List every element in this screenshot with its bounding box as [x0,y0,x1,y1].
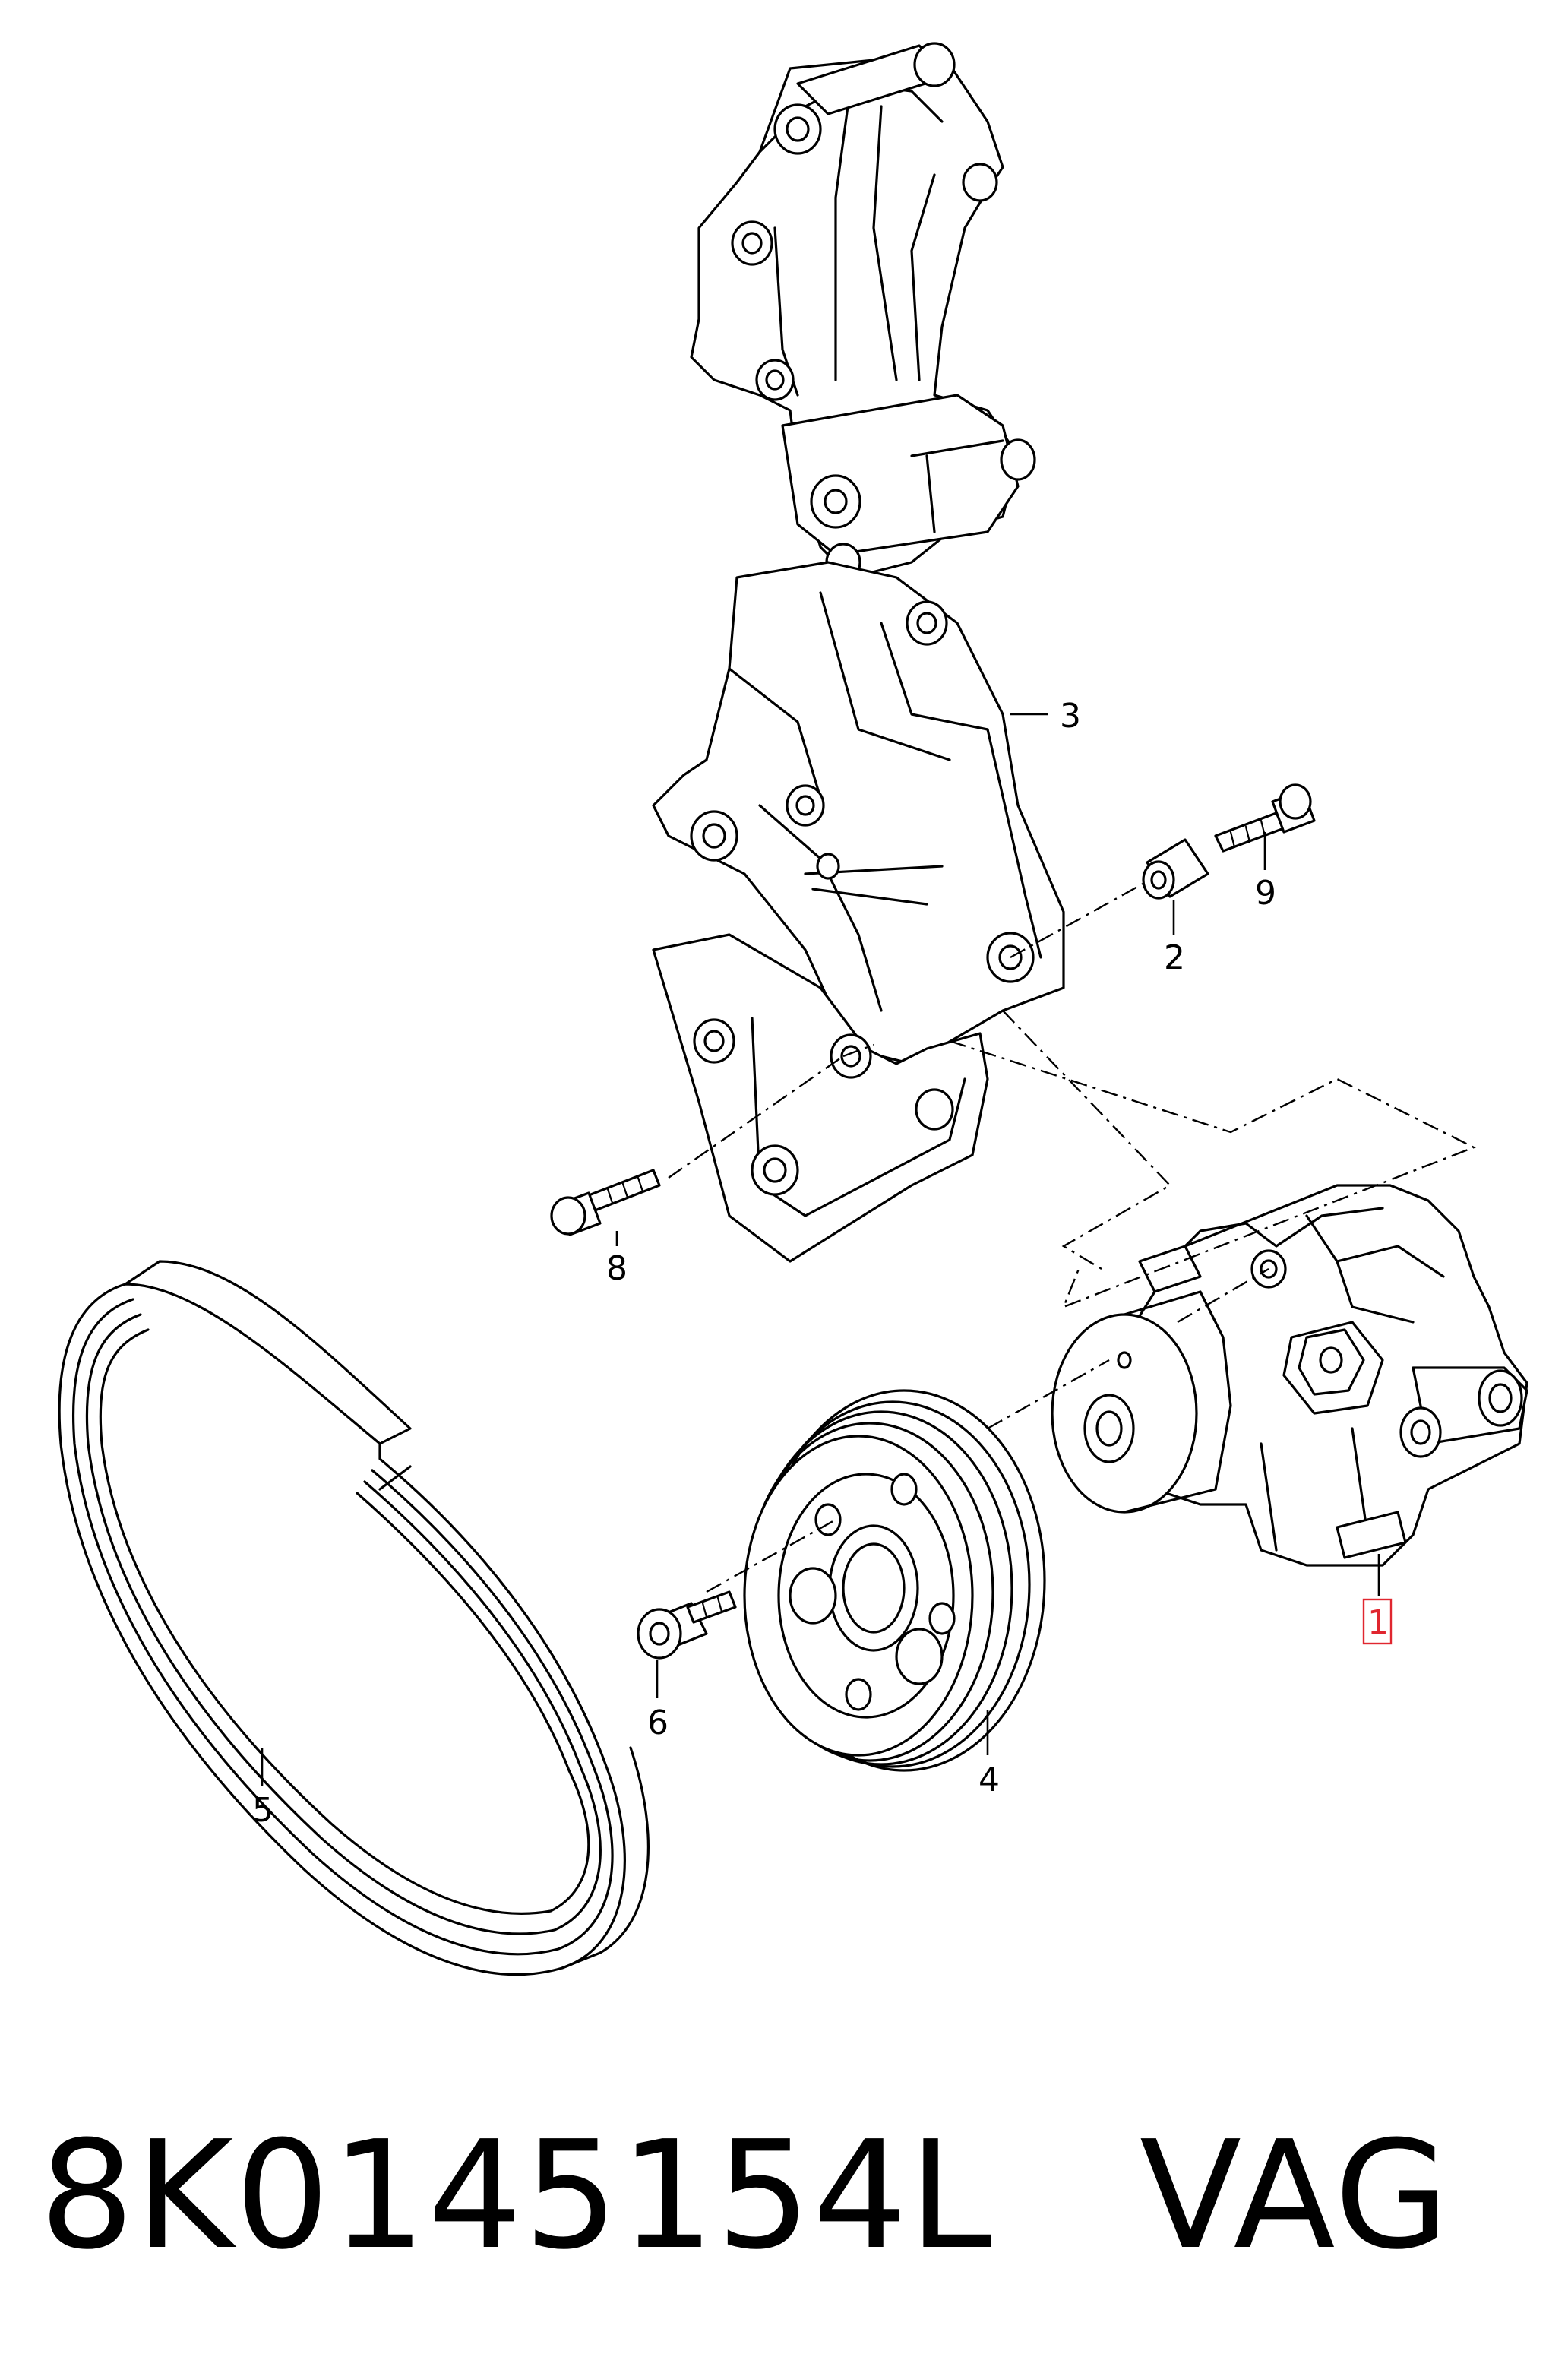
callouts: 3 2 9 8 6 4 5 1 [252,697,1393,1830]
callout-1[interactable]: 1 [1367,1603,1389,1642]
brand-label: VAG [1140,2109,1452,2283]
bolt-8 [550,1169,661,1236]
assembly-lines [668,880,1476,1593]
exploded-parts-diagram: 3 2 9 8 6 4 5 1 [58,42,1528,1976]
mounting-bracket [652,42,1065,1263]
callout-8[interactable]: 8 [606,1249,628,1288]
callout-6[interactable]: 6 [647,1704,669,1742]
highlight-box-1 [1362,1598,1393,1645]
part-number: 8K0145154L [40,2109,994,2283]
leader-lines [261,713,1380,1786]
spacer-sleeve [1142,838,1209,900]
bolt-9 [1214,783,1316,853]
callout-9[interactable]: 9 [1255,874,1276,913]
callout-3[interactable]: 3 [1060,697,1081,736]
callout-2[interactable]: 2 [1164,938,1185,977]
power-steering-pump [1051,1184,1528,1567]
callout-5[interactable]: 5 [252,1791,273,1830]
ribbed-v-belt [58,1260,650,1976]
bolt-6 [637,1590,737,1660]
callout-4[interactable]: 4 [978,1761,1000,1799]
pulley [743,1389,1046,1772]
footer: 8K0145154L VAG [0,2082,1568,2310]
